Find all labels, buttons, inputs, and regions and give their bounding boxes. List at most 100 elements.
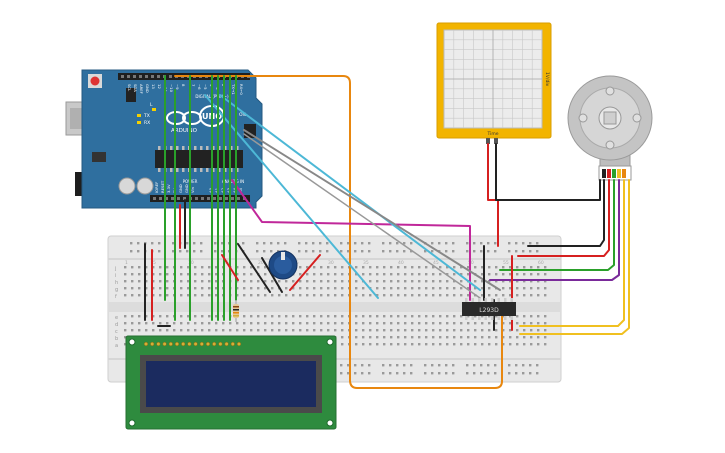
breadboard-hole[interactable] xyxy=(397,329,400,332)
breadboard-hole[interactable] xyxy=(145,294,148,297)
breadboard-hole[interactable] xyxy=(355,329,358,332)
breadboard-hole[interactable] xyxy=(439,287,442,290)
breadboard-hole[interactable] xyxy=(411,266,414,269)
breadboard-hole[interactable] xyxy=(544,287,547,290)
breadboard-hole[interactable] xyxy=(537,287,540,290)
breadboard-hole[interactable] xyxy=(404,322,407,325)
breadboard-hole[interactable] xyxy=(313,329,316,332)
breadboard-hole[interactable] xyxy=(403,372,406,375)
breadboard-hole[interactable] xyxy=(439,294,442,297)
breadboard-hole[interactable] xyxy=(306,294,309,297)
breadboard-hole[interactable] xyxy=(208,287,211,290)
breadboard-hole[interactable] xyxy=(467,322,470,325)
breadboard-hole[interactable] xyxy=(431,250,434,253)
breadboard-hole[interactable] xyxy=(145,322,148,325)
breadboard-hole[interactable] xyxy=(166,273,169,276)
breadboard-hole[interactable] xyxy=(124,280,127,283)
breadboard-hole[interactable] xyxy=(347,250,350,253)
breadboard-hole[interactable] xyxy=(516,343,519,346)
breadboard-hole[interactable] xyxy=(138,329,141,332)
lcd-pin[interactable] xyxy=(224,341,229,347)
breadboard-hole[interactable] xyxy=(159,294,162,297)
breadboard-hole[interactable] xyxy=(355,336,358,339)
breadboard-hole[interactable] xyxy=(488,280,491,283)
breadboard-hole[interactable] xyxy=(264,266,267,269)
breadboard-hole[interactable] xyxy=(481,315,484,318)
breadboard-hole[interactable] xyxy=(460,322,463,325)
breadboard-hole[interactable] xyxy=(404,343,407,346)
breadboard-hole[interactable] xyxy=(257,322,260,325)
breadboard-hole[interactable] xyxy=(418,280,421,283)
breadboard-hole[interactable] xyxy=(523,266,526,269)
breadboard-hole[interactable] xyxy=(327,315,330,318)
breadboard-hole[interactable] xyxy=(453,322,456,325)
breadboard-hole[interactable] xyxy=(292,294,295,297)
breadboard-hole[interactable] xyxy=(124,336,127,339)
breadboard-hole[interactable] xyxy=(208,266,211,269)
breadboard-hole[interactable] xyxy=(404,336,407,339)
breadboard-hole[interactable] xyxy=(474,343,477,346)
breadboard-hole[interactable] xyxy=(151,242,154,245)
breadboard-hole[interactable] xyxy=(200,242,203,245)
breadboard-hole[interactable] xyxy=(488,315,491,318)
breadboard-hole[interactable] xyxy=(313,266,316,269)
breadboard-hole[interactable] xyxy=(452,250,455,253)
breadboard-hole[interactable] xyxy=(425,280,428,283)
breadboard-hole[interactable] xyxy=(467,266,470,269)
breadboard-hole[interactable] xyxy=(390,336,393,339)
breadboard-hole[interactable] xyxy=(404,266,407,269)
breadboard-hole[interactable] xyxy=(432,287,435,290)
breadboard-hole[interactable] xyxy=(347,364,350,367)
breadboard-hole[interactable] xyxy=(382,364,385,367)
breadboard-hole[interactable] xyxy=(355,322,358,325)
breadboard-hole[interactable] xyxy=(487,372,490,375)
breadboard-hole[interactable] xyxy=(397,266,400,269)
breadboard-hole[interactable] xyxy=(474,287,477,290)
breadboard-hole[interactable] xyxy=(411,315,414,318)
breadboard-hole[interactable] xyxy=(390,273,393,276)
breadboard-hole[interactable] xyxy=(250,315,253,318)
breadboard-hole[interactable] xyxy=(522,372,525,375)
header-pin[interactable] xyxy=(231,197,234,200)
breadboard-hole[interactable] xyxy=(515,242,518,245)
breadboard-hole[interactable] xyxy=(509,280,512,283)
breadboard-hole[interactable] xyxy=(341,273,344,276)
breadboard-hole[interactable] xyxy=(180,322,183,325)
breadboard-hole[interactable] xyxy=(257,294,260,297)
breadboard-hole[interactable] xyxy=(523,315,526,318)
breadboard-hole[interactable] xyxy=(159,266,162,269)
breadboard-hole[interactable] xyxy=(327,280,330,283)
breadboard-hole[interactable] xyxy=(159,315,162,318)
breadboard-hole[interactable] xyxy=(473,250,476,253)
breadboard-hole[interactable] xyxy=(187,322,190,325)
breadboard-hole[interactable] xyxy=(327,329,330,332)
breadboard-hole[interactable] xyxy=(418,315,421,318)
breadboard-hole[interactable] xyxy=(131,294,134,297)
breadboard-hole[interactable] xyxy=(383,287,386,290)
breadboard-hole[interactable] xyxy=(320,322,323,325)
breadboard-hole[interactable] xyxy=(340,372,343,375)
breadboard-hole[interactable] xyxy=(411,336,414,339)
breadboard-hole[interactable] xyxy=(152,287,155,290)
breadboard-hole[interactable] xyxy=(383,322,386,325)
breadboard-hole[interactable] xyxy=(432,273,435,276)
breadboard-hole[interactable] xyxy=(362,273,365,276)
breadboard-hole[interactable] xyxy=(481,343,484,346)
breadboard-hole[interactable] xyxy=(341,336,344,339)
breadboard-hole[interactable] xyxy=(355,266,358,269)
breadboard-hole[interactable] xyxy=(347,372,350,375)
breadboard-hole[interactable] xyxy=(201,322,204,325)
breadboard-hole[interactable] xyxy=(446,287,449,290)
breadboard-hole[interactable] xyxy=(530,287,533,290)
breadboard-hole[interactable] xyxy=(432,294,435,297)
breadboard-hole[interactable] xyxy=(383,294,386,297)
breadboard-hole[interactable] xyxy=(397,322,400,325)
oscilloscope[interactable]: 1V/div Time xyxy=(436,22,552,144)
breadboard-hole[interactable] xyxy=(404,287,407,290)
breadboard-hole[interactable] xyxy=(124,287,127,290)
breadboard-hole[interactable] xyxy=(320,287,323,290)
breadboard-hole[interactable] xyxy=(172,250,175,253)
breadboard-hole[interactable] xyxy=(250,294,253,297)
lcd-pin[interactable] xyxy=(199,341,204,347)
breadboard-hole[interactable] xyxy=(278,329,281,332)
